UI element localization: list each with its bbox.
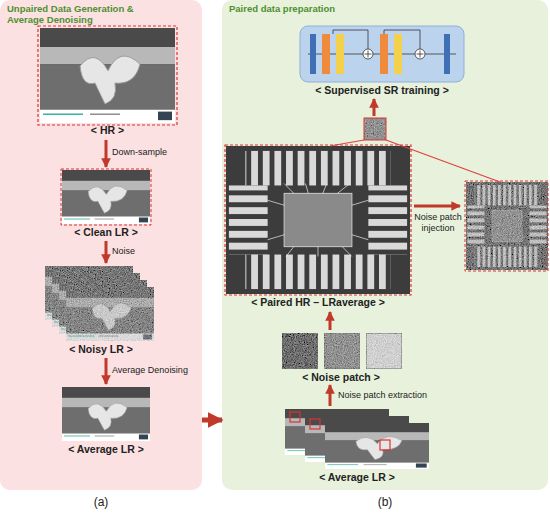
panel-title: Paired data preparation (229, 3, 429, 14)
image-node: < Paired HR – LRaverage > (224, 116, 548, 312)
node-label: < Clean LR > (50, 226, 162, 239)
image-node: < Noise patch > (276, 330, 406, 385)
image-node: < Noisy LR > (40, 263, 162, 358)
panel-title: Unpaired Data Generation & Average Denoi… (7, 3, 162, 25)
image-node: < Clean LR > (50, 167, 162, 241)
node-label: < Noisy LR > (40, 343, 162, 356)
panel-caption: (a) (0, 495, 202, 510)
edge-label: Average Denoising (112, 365, 200, 376)
node-label: < Average LR > (50, 443, 162, 456)
node-label: < Supervised SR training > (296, 84, 468, 97)
node-label: < Paired HR – LRaverage > (226, 296, 410, 309)
edge-label: Noise patch extraction (338, 390, 478, 401)
panel: Unpaired Data Generation & Average Denoi… (0, 0, 202, 490)
image-node: < Average LR > (50, 384, 162, 458)
edge-label: Noise (112, 246, 200, 257)
node-label: < Noise patch > (276, 371, 406, 384)
edge-label: Down-sample (112, 147, 200, 158)
flow-arrow (202, 418, 222, 423)
image-node: < HR > (35, 26, 180, 140)
node-label: < Average LR > (280, 471, 434, 484)
annotation: Noise patch injection (410, 212, 466, 234)
panel-caption: (b) (222, 495, 548, 510)
image-node: < Average LR > (280, 406, 434, 486)
node-label: < HR > (35, 124, 180, 137)
network-node: < Supervised SR training > (296, 24, 468, 99)
panel: Paired data preparation < Supervised SR t… (222, 0, 548, 490)
